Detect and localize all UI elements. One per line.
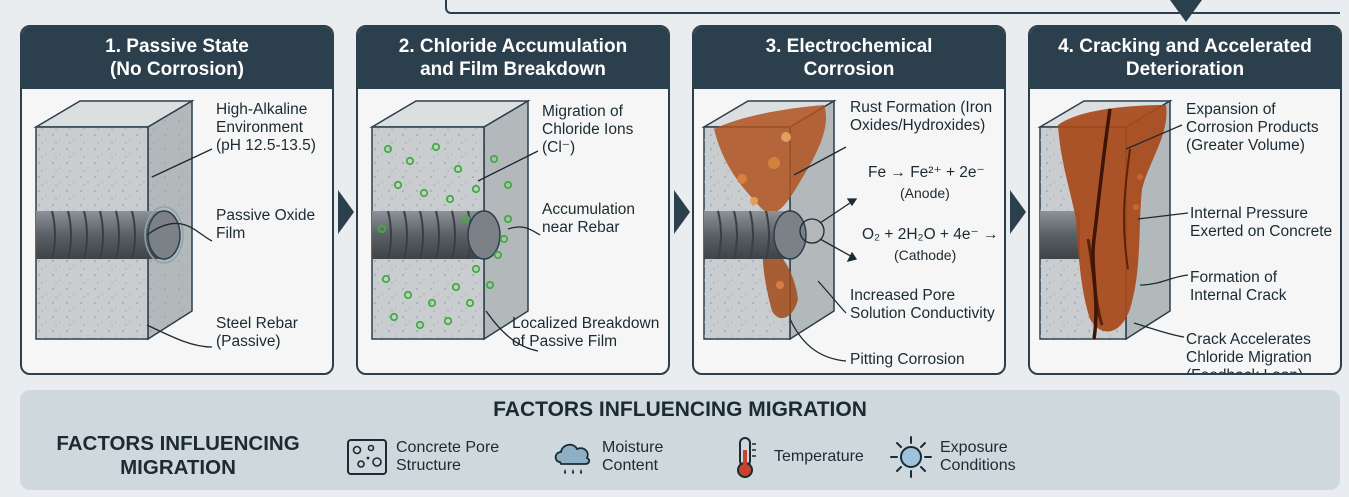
feedback-loop-arrow-icon xyxy=(1170,0,1202,22)
chloride-ion xyxy=(493,250,503,260)
steel-rebar xyxy=(372,210,501,260)
steel-rebar-label: Steel Rebar (Passive) xyxy=(216,315,298,350)
steel-rebar xyxy=(704,210,807,260)
steel-rebar xyxy=(1040,211,1080,259)
chloride-ion xyxy=(419,188,429,198)
stage-4-panel: 4. Cracking and Accelerated Deterioratio… xyxy=(1028,25,1342,375)
pitting-corrosion-label: Pitting Corrosion xyxy=(850,351,965,368)
chloride-ion xyxy=(389,312,399,322)
stage-3-panel: 3. Electrochemical Corrosion xyxy=(692,25,1006,375)
chloride-ion xyxy=(431,142,441,152)
factors-panel: FACTORS INFLUENCING MIGRATION FACTORS IN… xyxy=(20,390,1340,490)
stage-3-title: 3. Electrochemical Corrosion xyxy=(694,27,1004,89)
chloride-migration-label: Migration of Chloride Ions (Cl⁻) xyxy=(542,103,634,156)
chloride-ion xyxy=(443,316,453,326)
rain-cloud-icon xyxy=(554,443,591,474)
chloride-ion xyxy=(503,214,513,224)
passive-oxide-film-label: Passive Oxide Film xyxy=(216,207,316,242)
stage-2-leaders xyxy=(477,150,541,352)
chloride-ion xyxy=(465,298,475,308)
chloride-ion xyxy=(485,280,495,290)
cathode-equation: O₂ + 2H₂O + 4e⁻ → xyxy=(862,226,999,243)
chloride-ion xyxy=(427,298,437,308)
stage-2-illustration xyxy=(369,99,541,352)
thermometer-icon xyxy=(737,437,756,478)
factor-concrete-pore: Concrete Pore Structure xyxy=(344,434,499,480)
chloride-ions xyxy=(377,142,513,330)
concrete-pore-icon xyxy=(347,439,387,475)
stage-1-leaders xyxy=(146,148,213,348)
factor-moisture: Moisture Content xyxy=(550,434,663,480)
stage-4-leaders xyxy=(1125,124,1189,338)
expansion-label: Expansion of Corrosion Products (Greater… xyxy=(1186,101,1319,154)
factor-temperature: Temperature xyxy=(722,434,864,480)
cathode-label: (Cathode) xyxy=(894,247,957,263)
accumulation-label: Accumulation near Rebar xyxy=(542,201,636,236)
chloride-ion xyxy=(381,274,391,284)
feedback-loop-label: Crack Accelerates Chloride Migration (Fe… xyxy=(1186,331,1312,373)
factors-side-title: FACTORS INFLUENCING MIGRATION xyxy=(56,432,300,479)
anode-label: (Anode) xyxy=(900,185,950,201)
chloride-ion xyxy=(393,180,403,190)
chloride-ion xyxy=(445,194,455,204)
stage-arrow-icon xyxy=(1010,190,1026,234)
stage-3-illustration xyxy=(701,99,858,362)
internal-crack-label: Formation of Internal Crack xyxy=(1190,269,1287,304)
chloride-ion xyxy=(471,184,481,194)
stage-4-illustration xyxy=(1037,99,1189,341)
steel-rebar xyxy=(36,206,184,264)
chloride-ion xyxy=(471,264,481,274)
chloride-ion xyxy=(403,290,413,300)
chloride-ion xyxy=(453,164,463,174)
chloride-ion xyxy=(489,154,499,164)
stage-2-title: 2. Chloride Accumulation and Film Breakd… xyxy=(358,27,668,89)
stage-arrow-icon xyxy=(674,190,690,234)
internal-crack xyxy=(1091,108,1112,340)
internal-pressure-label: Internal Pressure Exerted on Concrete xyxy=(1190,205,1333,240)
chloride-ion xyxy=(503,180,513,190)
corrosion-products xyxy=(1058,105,1167,340)
rust-formation-label: Rust Formation (Iron Oxides/Hydroxides) xyxy=(850,99,993,134)
film-breakdown-label: Localized Breakdown of Passive Film xyxy=(512,315,660,350)
chloride-ion xyxy=(377,224,387,234)
stage-3-leaders xyxy=(789,146,858,362)
stage-2-panel: 2. Chloride Accumulation and Film Breakd… xyxy=(356,25,670,375)
stage-arrow-icon xyxy=(338,190,354,234)
stage-4-title: 4. Cracking and Accelerated Deterioratio… xyxy=(1030,27,1340,89)
feedback-loop-line xyxy=(445,0,1340,14)
chloride-ion xyxy=(451,282,461,292)
stage-1-title: 1. Passive State (No Corrosion) xyxy=(22,27,332,89)
sun-icon xyxy=(890,436,932,478)
chloride-ion xyxy=(461,214,471,224)
chloride-ion xyxy=(499,234,509,244)
chloride-ion xyxy=(383,144,393,154)
corrosion-cell-marker xyxy=(799,218,825,244)
factors-title: FACTORS INFLUENCING MIGRATION xyxy=(493,398,867,421)
stage-1-illustration xyxy=(33,99,213,348)
pore-conductivity-label: Increased Pore Solution Conductivity xyxy=(850,287,995,322)
factor-exposure: Exposure Conditions xyxy=(888,434,1016,480)
high-alkaline-label: High-Alkaline Environment (pH 12.5-13.5) xyxy=(216,101,316,154)
chloride-ion xyxy=(415,320,425,330)
chloride-ion xyxy=(405,156,415,166)
stage-1-panel: 1. Passive State (No Corrosion) xyxy=(20,25,334,375)
anode-equation: Fe → Fe²⁺ + 2e⁻ xyxy=(868,164,985,181)
